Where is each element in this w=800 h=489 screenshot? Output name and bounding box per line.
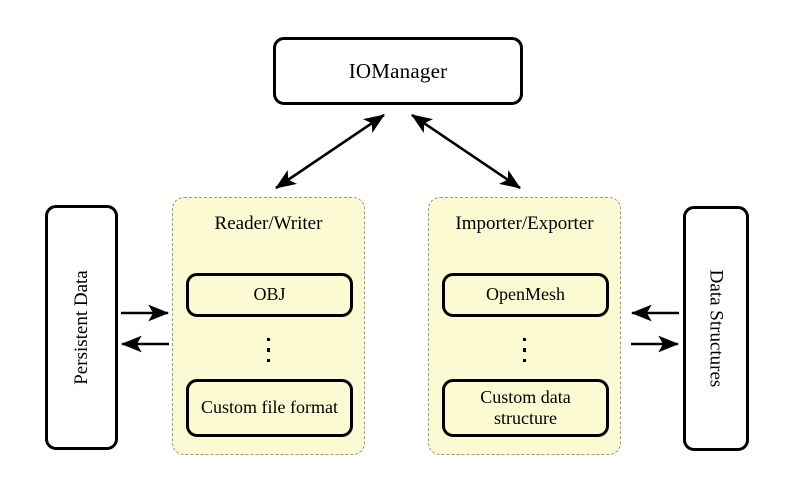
item-custom-data-structure[interactable]: Custom data structure	[442, 379, 609, 437]
dot	[266, 337, 271, 342]
dot	[266, 348, 271, 352]
connector-manager-to-reader-writer	[275, 113, 385, 190]
item-openmesh[interactable]: OpenMesh	[442, 273, 609, 317]
connector-manager-to-importer-exporter	[411, 113, 521, 190]
item-openmesh-label: OpenMesh	[486, 284, 565, 305]
data-structures-label: Data Structures	[705, 269, 727, 388]
importer-exporter-ellipsis-icon	[429, 328, 620, 372]
reader-writer-ellipsis-icon	[173, 328, 364, 372]
panel-importer-exporter[interactable]: Importer/Exporter OpenMesh Custom data s…	[428, 197, 621, 455]
item-custom-file-format[interactable]: Custom file format	[186, 379, 353, 437]
panel-reader-writer[interactable]: Reader/Writer OBJ Custom file format	[172, 197, 365, 455]
panel-reader-writer-title: Reader/Writer	[214, 213, 323, 234]
dot	[522, 348, 527, 352]
dot	[522, 358, 527, 363]
item-custom-file-format-label: Custom file format	[201, 397, 338, 418]
panel-importer-exporter-title: Importer/Exporter	[455, 213, 594, 234]
persistent-data-label: Persistent Data	[71, 270, 93, 385]
persistent-data-node[interactable]: Persistent Data	[45, 205, 118, 450]
item-custom-data-structure-label: Custom data structure	[480, 386, 571, 428]
item-obj-label: OBJ	[253, 284, 286, 305]
io-manager-node[interactable]: IOManager	[273, 37, 523, 105]
item-obj[interactable]: OBJ	[186, 273, 353, 317]
dot	[266, 358, 271, 363]
io-manager-label: IOManager	[348, 58, 448, 83]
dot	[522, 337, 527, 342]
data-structures-node[interactable]: Data Structures	[683, 206, 749, 451]
